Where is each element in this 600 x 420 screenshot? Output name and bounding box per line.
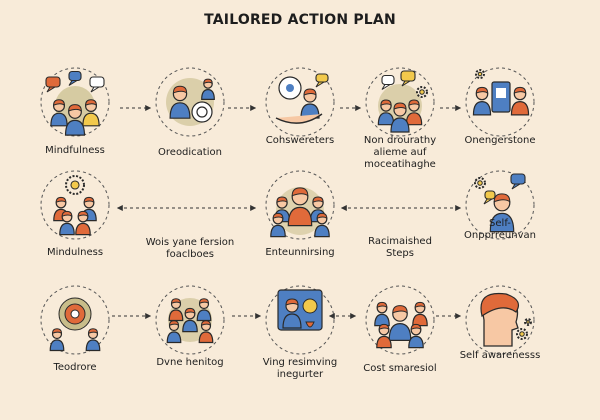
crowd-icon <box>360 280 440 360</box>
team-board-icon <box>460 62 540 142</box>
step-label: Mindulness <box>46 247 104 258</box>
group-leader-icon <box>260 165 340 245</box>
step-label: Teodrore <box>53 362 97 373</box>
step-label: Self awarenesss <box>459 350 541 361</box>
group-ideas-icon <box>360 62 440 142</box>
helping-hands-icon <box>260 62 340 142</box>
team-circle-icon <box>150 280 230 360</box>
step-label: Cohswereters <box>265 135 335 146</box>
presenter-icon <box>260 280 340 360</box>
step-label: Dvne henitog <box>156 357 224 368</box>
step-label: Racimaished Steps <box>368 236 432 259</box>
step-label: Oreodication <box>158 147 222 158</box>
self-reflect-icon <box>460 165 540 245</box>
person-target-icon <box>150 62 230 142</box>
head-gears-icon <box>460 280 540 360</box>
step-label: Mindfulness <box>45 145 105 156</box>
step-label: Non drourathy alieme auf moceatihaghe <box>363 135 437 170</box>
step-label: Onengerstone <box>464 135 536 146</box>
step-label: Self- Onpprreunvan <box>464 218 536 241</box>
step-label: Cost smaresiol <box>363 363 437 374</box>
team-gear-icon <box>35 165 115 245</box>
step-label: Wois yane fersion foaclboes <box>145 237 235 260</box>
target-team-icon <box>35 280 115 360</box>
step-label: Enteunnirsing <box>265 247 335 258</box>
group-chat-icon <box>35 62 115 142</box>
step-label: Ving resimving inegurter <box>262 357 338 380</box>
page-title: TAILORED ACTION PLAN <box>204 12 396 28</box>
